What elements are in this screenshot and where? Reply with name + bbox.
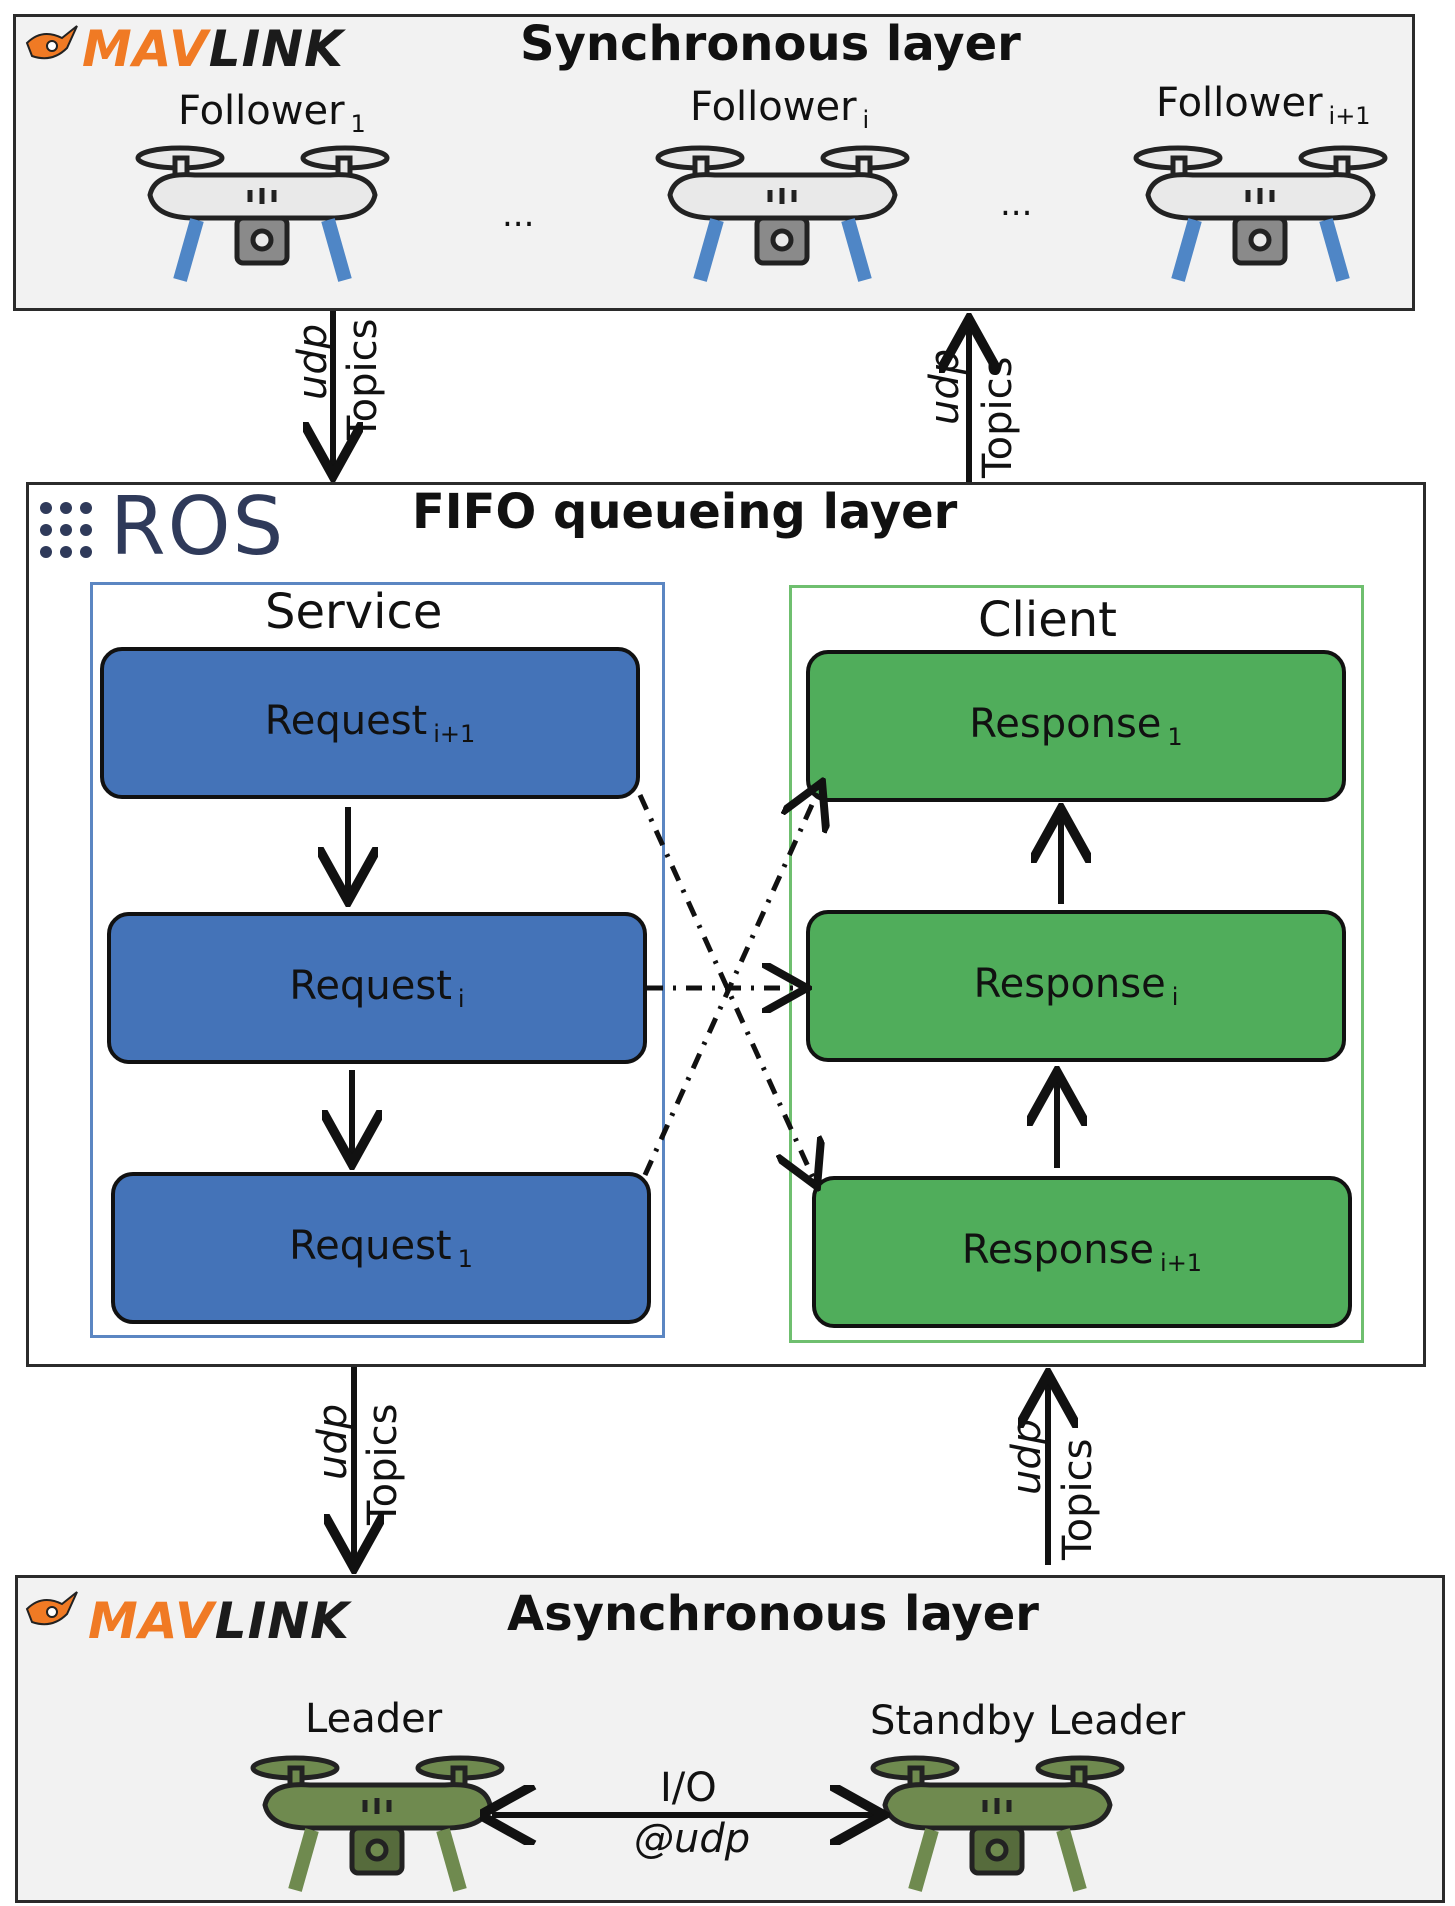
link-sync-down-proto: udp bbox=[290, 323, 336, 400]
follower-drone-1-icon bbox=[135, 145, 390, 282]
fifo-layer-title: FIFO queueing layer bbox=[412, 484, 958, 540]
link-sync-up-proto: udp bbox=[922, 348, 968, 425]
mavlink-link: LINK bbox=[208, 20, 344, 78]
link-sync-up-kind: Topics bbox=[975, 356, 1021, 478]
mavlink-link: LINK bbox=[214, 1592, 350, 1650]
link-async-up-proto: udp bbox=[1004, 1418, 1050, 1495]
service-group bbox=[90, 582, 665, 1338]
async-layer-title: Asynchronous layer bbox=[507, 1586, 1039, 1642]
follower-ellipsis-2: ... bbox=[1000, 184, 1033, 224]
follower-drone-i-icon bbox=[655, 145, 910, 282]
standby-leader-label: Standby Leader bbox=[870, 1698, 1186, 1744]
follower-ellipsis-1: ... bbox=[502, 195, 535, 235]
link-async-down-proto: udp bbox=[310, 1403, 356, 1480]
leader-label: Leader bbox=[305, 1696, 443, 1742]
mavlink-logo-icon bbox=[25, 1591, 78, 1626]
mavlink-wordmark: MAVLINK bbox=[82, 20, 344, 78]
sync-layer-title: Synchronous layer bbox=[520, 16, 1021, 72]
arrow-req-i1-to-resp-i1 bbox=[637, 793, 815, 1182]
arrow-req-1-to-resp-1 bbox=[642, 787, 820, 1177]
mavlink-wordmark: MAVLINK bbox=[88, 1592, 350, 1650]
mavlink-mav: MAV bbox=[88, 1592, 215, 1650]
service-title: Service bbox=[265, 584, 443, 640]
mavlink-logo-icon bbox=[25, 25, 78, 60]
asynchronous-layer bbox=[15, 1575, 1445, 1903]
standby-leader-drone-icon bbox=[870, 1755, 1125, 1892]
mavlink-mav: MAV bbox=[82, 20, 209, 78]
link-async-down-kind: Topics bbox=[360, 1403, 406, 1525]
follower-drone-i1-icon bbox=[1133, 145, 1388, 282]
link-sync-down-kind: Topics bbox=[340, 318, 386, 440]
client-title: Client bbox=[978, 592, 1117, 648]
ros-wordmark: ROS bbox=[110, 480, 286, 573]
link-async-up-kind: Topics bbox=[1055, 1438, 1101, 1560]
ros-logo-icon bbox=[40, 502, 92, 558]
